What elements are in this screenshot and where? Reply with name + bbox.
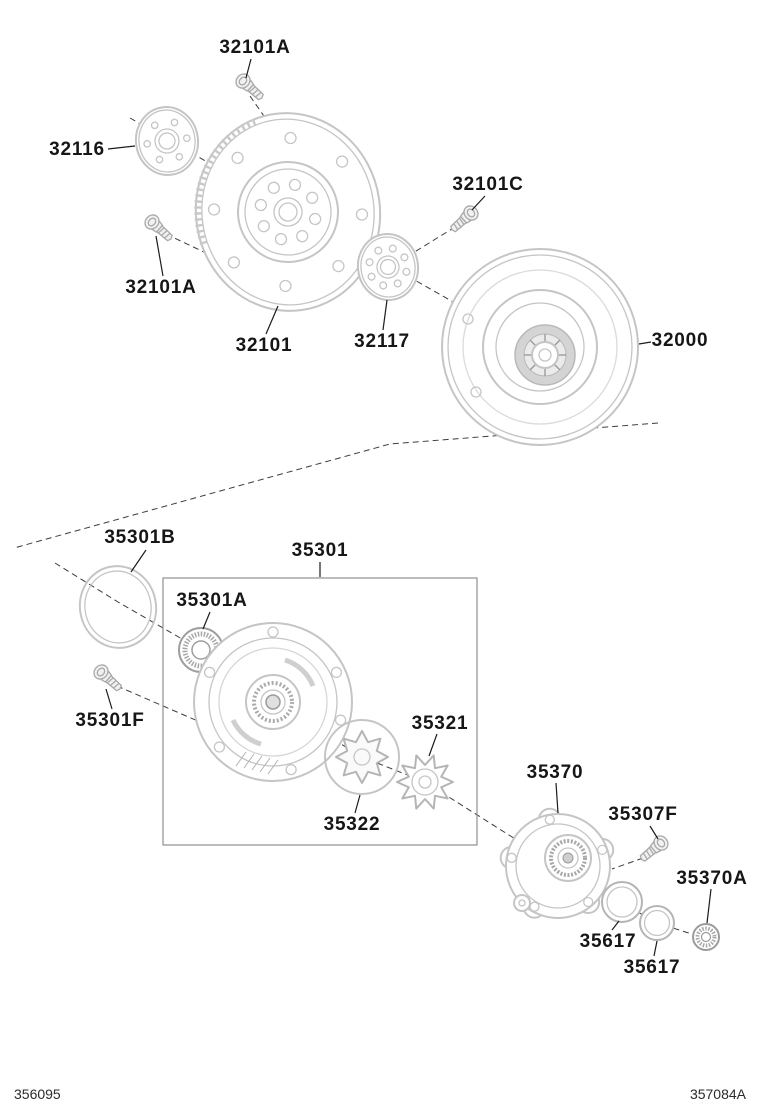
callout-35301f: 35301F [75,710,145,731]
callout-35322: 35322 [323,814,381,835]
spacer-32117 [356,233,420,301]
callout-35321: 35321 [411,713,469,734]
bolt-32101a-left [141,211,177,246]
callout-35370a: 35370A [676,868,748,889]
footer-code-right: 357084A [689,1086,746,1102]
assembly-box-35301 [162,577,478,846]
callout-32000: 32000 [651,330,709,351]
footer-code-left: 356095 [14,1086,61,1102]
oring-35301b [78,565,158,649]
callout-32101: 32101 [235,335,293,356]
ring-35617-a [601,881,643,923]
callout-35307f: 35307F [608,804,678,825]
callout-35617-1: 35617 [579,931,637,952]
leader-lines [105,58,712,957]
pump-hatch-detail [235,751,279,775]
driven-gear-35321 [396,754,454,810]
bolt-35301f [90,661,126,696]
torque-converter-32000 [441,248,639,446]
bolt-32101a-top [232,70,268,105]
pump-cover-35370 [499,807,615,919]
callout-32116: 32116 [49,139,105,160]
callout-32101c: 32101C [452,174,524,195]
ring-35617-b [639,905,675,941]
bolt-32101c [446,202,482,237]
washer-plate-32116 [134,106,200,176]
callout-32117: 32117 [354,331,410,352]
callout-35301a: 35301A [176,590,248,611]
bolt-35307f [635,832,672,866]
callout-35301: 35301 [291,540,349,561]
seal-ring-35370a [692,923,720,951]
callout-32101a-2: 32101A [125,277,197,298]
drive-plate-32101 [194,112,382,312]
callout-35370: 35370 [526,762,584,783]
oil-pump-body [193,622,353,782]
drive-gear-35322 [324,719,400,795]
callout-32101a-1: 32101A [219,37,291,58]
callout-35617-2: 35617 [623,957,681,978]
callout-35301b: 35301B [104,527,176,548]
